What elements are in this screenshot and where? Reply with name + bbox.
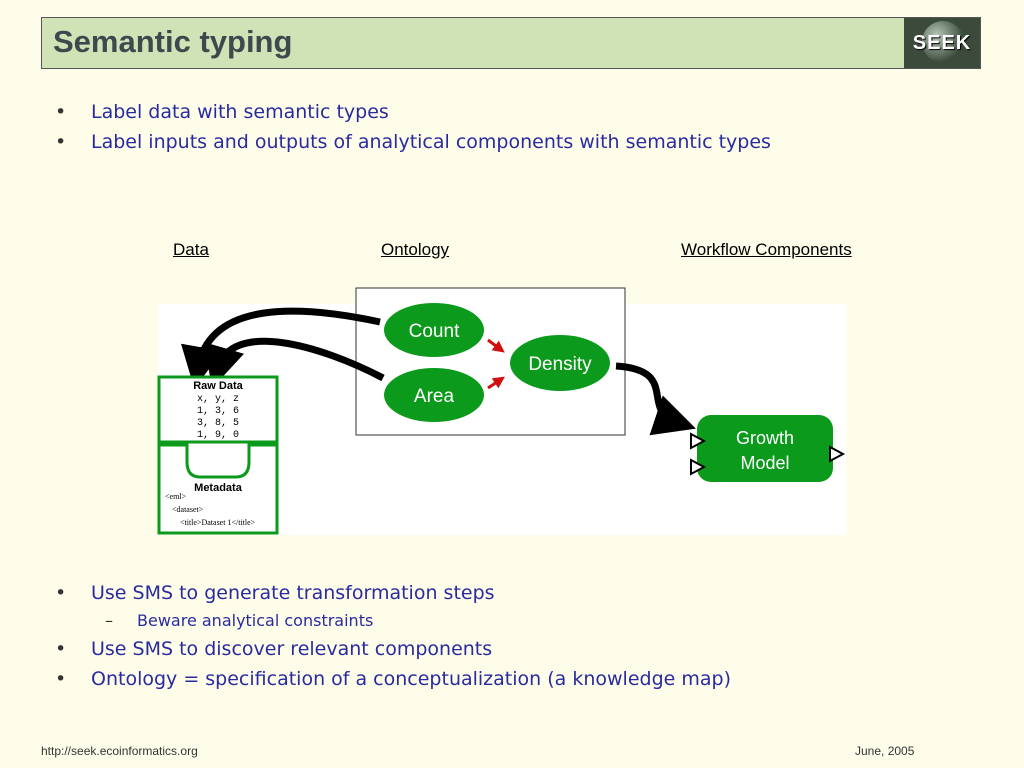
raw-data-title: Raw Data — [193, 380, 243, 392]
metadata-line: <eml> — [165, 492, 187, 501]
raw-data-row: 1, 9, 0 — [197, 430, 239, 441]
node-count-label: Count — [409, 321, 460, 342]
input-port-2-icon — [690, 458, 707, 476]
growth-model-label-1: Growth — [736, 428, 794, 448]
node-density-label: Density — [528, 354, 592, 375]
output-port-icon — [829, 445, 846, 463]
bullet-item: Label data with semantic types — [55, 97, 771, 127]
arrow-density-to-growth — [615, 362, 696, 436]
arrow-area-to-data — [203, 337, 385, 389]
growth-model-label-2: Model — [740, 453, 789, 473]
bullet-item: Use SMS to generate transformation steps — [55, 578, 731, 608]
metadata-line: <title>Dataset 1</title> — [180, 518, 256, 527]
growth-model-component — [697, 415, 833, 482]
seek-logo: SEEK — [904, 18, 980, 68]
globe-icon — [922, 21, 964, 63]
top-bullet-list: Label data with semantic types Label inp… — [55, 97, 771, 157]
bullet-item: Use SMS to discover relevant components — [55, 634, 731, 664]
node-area — [384, 368, 484, 422]
footer-url: http://seek.ecoinformatics.org — [41, 744, 198, 758]
sub-bullet-item: Beware analytical constraints — [55, 608, 731, 634]
raw-data-box — [157, 375, 279, 444]
page-title: Semantic typing — [53, 24, 293, 59]
node-area-label: Area — [414, 386, 455, 407]
metadata-box — [157, 443, 279, 535]
arrow-area-to-density — [487, 376, 505, 390]
footer-date: June, 2005 — [855, 744, 915, 758]
metadata-title: Metadata — [194, 482, 243, 494]
raw-data-row: x, y, z — [197, 394, 239, 405]
input-port-1-icon — [690, 432, 707, 450]
node-density — [510, 335, 610, 391]
title-bar: Semantic typing SEEK — [41, 17, 981, 69]
bullet-item: Label inputs and outputs of analytical c… — [55, 127, 771, 157]
metadata-line: <dataset> — [172, 505, 204, 514]
node-count — [384, 303, 484, 357]
bottom-bullet-list: Use SMS to generate transformation steps… — [55, 578, 731, 694]
arrow-count-to-density — [487, 338, 505, 353]
raw-data-row: 1, 3, 6 — [197, 406, 239, 417]
label-data: Data — [173, 240, 209, 259]
raw-data-row: 3, 8, 5 — [197, 418, 239, 429]
logo-text: SEEK — [912, 32, 972, 54]
bullet-item: Ontology = specification of a conceptual… — [55, 664, 731, 694]
label-workflow-components: Workflow Components — [681, 240, 852, 259]
label-ontology: Ontology — [381, 240, 450, 259]
